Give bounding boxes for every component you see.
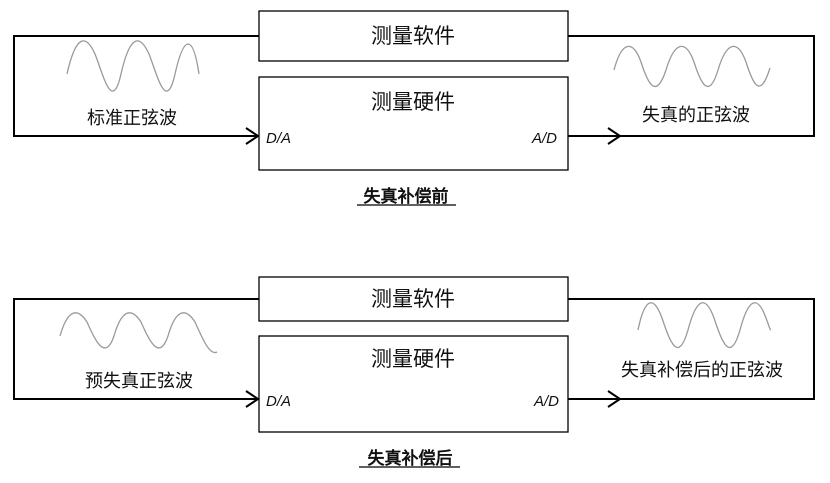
ad-port-label: A/D (531, 130, 557, 147)
diagram-after-compensation: 测量软件 测量硬件 D/A A/D 预失真正弦波 失真补偿后的正弦波 失真补偿后 (13, 276, 815, 469)
arrow-into-da (245, 390, 260, 408)
distorted-sine-wave (613, 45, 771, 87)
software-label: 测量软件 (371, 24, 455, 48)
da-port-label: D/A (266, 130, 291, 147)
loop-wire-left (13, 35, 260, 137)
software-label: 测量软件 (371, 287, 455, 311)
loop-wire-left (13, 298, 260, 400)
diagram-before-compensation: 测量软件 测量硬件 D/A A/D 标准正弦波 失真的正弦波 失真补偿前 (13, 10, 815, 207)
input-wave-label: 预失真正弦波 (85, 371, 193, 392)
arrow-into-da (245, 127, 260, 145)
loop-wire-right (568, 35, 815, 137)
output-wave-label: 失真的正弦波 (642, 105, 750, 126)
da-port-label: D/A (266, 393, 291, 410)
software-box (258, 276, 569, 322)
caption-after: 失真补偿后 (368, 448, 453, 469)
output-wave-label: 失真补偿后的正弦波 (621, 360, 783, 381)
ad-port-label: A/D (533, 393, 559, 410)
software-box (258, 10, 569, 62)
input-wave-label: 标准正弦波 (87, 108, 177, 129)
loop-wire-right (568, 298, 815, 400)
hardware-box (258, 76, 569, 171)
predistorted-sine-wave (59, 312, 218, 354)
arrow-out-of-ad (607, 390, 622, 408)
hardware-box (258, 335, 569, 433)
standard-sine-wave (66, 40, 200, 92)
arrow-out-of-ad (607, 127, 622, 145)
compensated-sine-wave (637, 302, 772, 349)
hardware-label: 测量硬件 (371, 347, 455, 371)
caption-before: 失真补偿前 (364, 186, 449, 207)
hardware-label: 测量硬件 (371, 90, 455, 114)
